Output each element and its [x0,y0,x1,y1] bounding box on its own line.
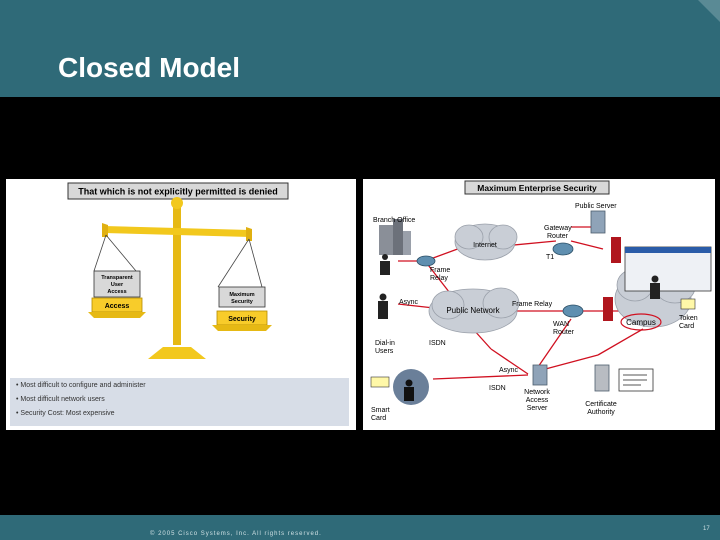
closed-model-scale-panel: That which is not explicitly permitted i… [6,179,356,430]
slide-header [0,0,720,97]
label-async-top: Async [399,299,419,306]
left-pan-label-line-3: Access [107,289,126,295]
label-isdn-bottom: ISDN [489,385,506,392]
label-gateway-router-1: Gateway [544,225,572,232]
label-gateway-router-2: Router [547,233,569,240]
left-pan-label-line-2: User [111,282,124,288]
access-badge-text: Access [105,303,130,310]
header-corner-accent [698,0,720,22]
network-access-server-icon [532,364,548,386]
label-public-network: Public Network [446,306,500,315]
bullet-text: Security Cost: Most expensive [20,410,115,417]
label-frame-relay-right: Frame Relay [512,301,553,308]
right-pan [212,325,272,331]
scale-pole [173,205,181,345]
async-mobile-user-icon [378,293,388,319]
right-string-b [248,238,263,288]
label-public-server: Public Server [575,203,617,210]
label-isdn-top: ISDN [429,340,446,347]
label-branch-office: Branch Office [373,217,415,224]
smart-card-icon [370,376,390,388]
public-server-icon [590,210,606,234]
copyright-text: © 2005 Cisco Systems, Inc. All rights re… [150,531,322,537]
label-ca-1: Certificate [585,401,617,408]
label-nas-1: Network [524,389,550,396]
smart-card-user-icon [393,369,429,405]
label-nas-3: Server [527,405,548,412]
certificate-lines [623,374,647,386]
label-campus: Campus [626,318,656,327]
scale-knob [171,197,183,209]
bullet-list: • Most difficult to configure and admini… [10,378,349,426]
right-string-a [217,238,250,288]
scale-beam [104,226,250,237]
bullet-item: • Most difficult to configure and admini… [16,382,146,389]
network-diagram: Maximum Enterprise Security [370,180,712,422]
public-network-cloud [428,287,520,334]
beam-right-cap [246,227,252,241]
bullet-item: • Most difficult network users [16,396,105,403]
label-dialin-users-2: Users [375,348,394,355]
label-frame-relay-left-1: Frame [430,267,450,274]
label-dialin-users-1: Dial-in [375,340,395,347]
label-nas-2: Access [526,397,549,404]
label-frame-relay-left-2: Relay [430,275,448,282]
branch-router-icon [416,255,436,267]
campus-building-icon [603,237,621,321]
wan-router-icon [562,304,584,318]
bullet-text: Most difficult network users [20,396,105,403]
label-async-bottom: Async [499,367,519,374]
label-smart-card-1: Smart [371,407,390,414]
page-number: 17 [703,526,710,532]
diagram-heading-box [464,180,610,195]
left-pan-label-line-1: Transparent [101,275,133,281]
internet-cloud [454,223,518,261]
certificate-authority-server-icon [594,364,610,392]
right-pan-label-line-1: Maximum [229,292,254,298]
left-string-b [105,234,137,272]
label-ca-2: Authority [587,409,615,416]
label-internet: Internet [473,242,497,249]
right-pan-label-line-2: Security [231,299,254,305]
branch-office-building [379,219,411,255]
login-window-icon [624,246,712,292]
right-pan-label-box [218,286,266,308]
label-token-card-1: Token [679,315,698,322]
beam-left-cap [102,223,108,237]
gateway-router-icon [552,242,574,256]
enterprise-security-diagram-panel: Maximum Enterprise Security [363,179,715,430]
bullet-text: Most difficult to configure and administ… [20,382,146,389]
slide-footer [0,515,720,540]
campus-user-icon [650,275,660,299]
label-t1: T1 [546,254,554,261]
label-smart-card-2: Card [371,415,386,422]
panel-heading: That which is not explicitly permitted i… [78,187,278,197]
token-card-icon [680,298,696,310]
slide-title: Closed Model [58,52,241,83]
left-pan-label-box [93,270,141,298]
label-wan-router-1: WAN [553,321,569,328]
scale-base [148,347,206,359]
label-wan-router-2: Router [553,329,575,336]
bullet-item: • Security Cost: Most expensive [16,410,115,417]
left-pan [88,312,146,318]
diagram-heading: Maximum Enterprise Security [477,183,597,193]
left-string-a [93,234,107,272]
branch-user-icon [380,254,390,275]
login-window-titlebar [625,247,711,253]
label-token-card-2: Card [679,323,694,330]
campus-highlight [620,313,662,331]
balance-scale-illustration: That which is not explicitly permitted i… [67,182,289,359]
security-badge-text: Security [228,316,256,323]
